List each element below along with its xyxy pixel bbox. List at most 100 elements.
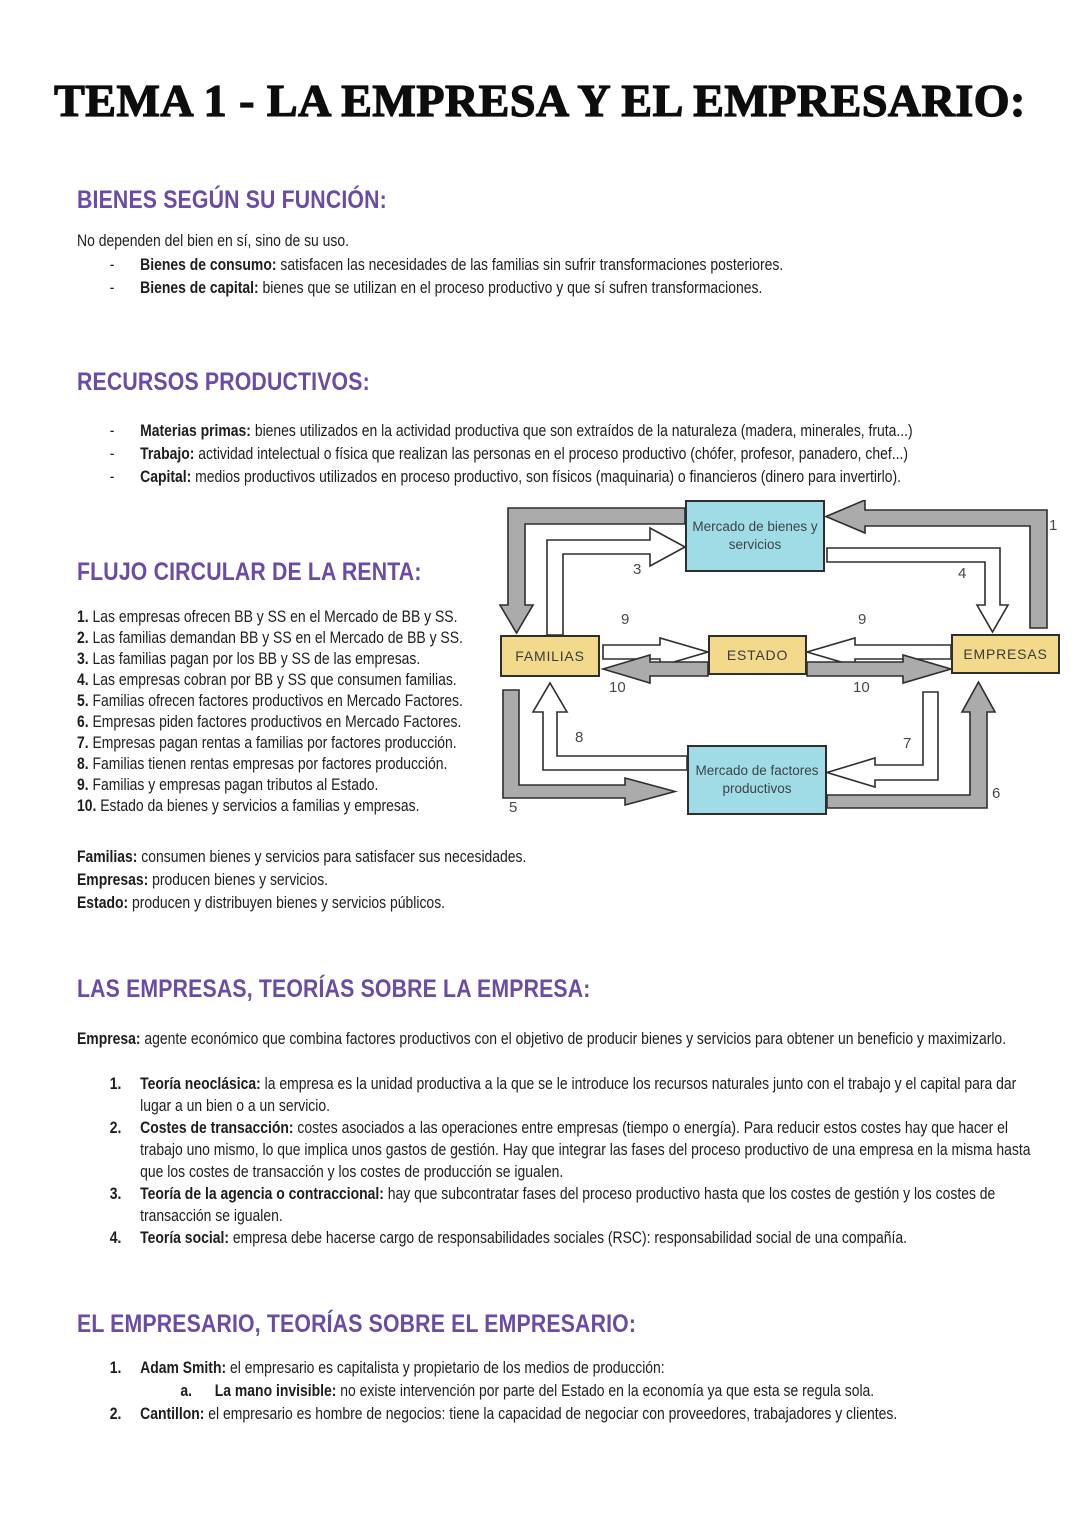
arrow-firms-to-market — [823, 500, 1048, 629]
arrow-families-to-factor-market — [502, 689, 679, 807]
flow-number-6: 6 — [992, 785, 1001, 802]
item-lead: Adam Smith: — [140, 1358, 227, 1377]
step-text: Empresas pagan rentas a familias por fac… — [88, 733, 457, 752]
flow-number-1: 1 — [1049, 517, 1058, 534]
bullet-dash: - — [109, 278, 115, 297]
flow-number-10-left: 10 — [609, 679, 626, 696]
empresas-list: 1. Teoría neoclásica: la empresa es la u… — [77, 1073, 1045, 1249]
step-text: Las empresas cobran por BB y SS que cons… — [88, 670, 457, 689]
arrow-state-to-firms — [806, 653, 954, 685]
item-lead: Costes de transacción: — [140, 1118, 294, 1137]
step-text: Las familias demandan BB y SS en el Merc… — [88, 628, 463, 647]
step-num: 2. — [77, 628, 89, 647]
flow-number-8: 8 — [575, 729, 584, 746]
role-text: producen y distribuyen bienes y servicio… — [128, 893, 446, 912]
list-item: - Trabajo: actividad intelectual o físic… — [77, 442, 1045, 465]
empresario-list: 1. Adam Smith: el empresario es capitali… — [77, 1356, 1045, 1425]
item-text: empresa debe hacerse cargo de responsabi… — [228, 1228, 908, 1247]
bullet-dash: - — [109, 255, 115, 274]
arrow-families-to-state — [602, 636, 711, 668]
numbered-item: 1. Adam Smith: el empresario es capitali… — [77, 1356, 1045, 1379]
role-text: producen bienes y servicios. — [148, 870, 329, 889]
numbered-item: 4. Teoría social: empresa debe hacerse c… — [77, 1227, 1045, 1249]
step-num: 1. — [77, 607, 89, 626]
role-line: Familias: consumen bienes y servicios pa… — [77, 845, 1045, 868]
section-heading-empresario: EL EMPRESARIO, TEORÍAS SOBRE EL EMPRESAR… — [77, 1310, 637, 1338]
flujo-roles: Familias: consumen bienes y servicios pa… — [77, 845, 1045, 914]
flow-step: 7. Empresas pagan rentas a familias por … — [77, 732, 585, 753]
item-lead: Teoría de la agencia o contraccional: — [140, 1184, 384, 1203]
arrow-market-to-families — [498, 507, 686, 635]
bienes-intro: No dependen del bien en sí, sino de su u… — [77, 231, 350, 250]
page-title: TEMA 1 - LA EMPRESA Y EL EMPRESARIO: — [53, 74, 1026, 126]
item-text: medios productivos utilizados en proceso… — [191, 467, 901, 486]
item-text: bienes utilizados en la actividad produc… — [250, 421, 913, 440]
flow-number-5: 5 — [509, 799, 518, 816]
diagram-node-factor-market: Mercado de factores productivos — [687, 745, 827, 815]
flujo-steps: 1. Las empresas ofrecen BB y SS en el Me… — [77, 606, 585, 816]
item-number: 1. — [109, 1358, 122, 1377]
step-text: Familias ofrecen factores productivos en… — [88, 691, 463, 710]
item-number: 2. — [109, 1404, 122, 1423]
step-text: Estado da bienes y servicios a familias … — [96, 796, 420, 815]
item-lead: Trabajo: — [140, 444, 195, 463]
list-item: - Materias primas: bienes utilizados en … — [77, 419, 1045, 442]
flow-step: 8. Familias tienen rentas empresas por f… — [77, 753, 585, 774]
item-lead: La mano invisible: — [214, 1381, 337, 1400]
item-text: bienes que se utilizan en el proceso pro… — [258, 278, 763, 297]
item-text: el empresario es hombre de negocios: tie… — [204, 1404, 898, 1423]
circular-flow-diagram: Mercado de bienes y servicios FAMILIAS E… — [495, 500, 1075, 835]
item-lead: Bienes de consumo: — [140, 255, 277, 274]
item-text: hay que subcontratar fases del proceso p… — [140, 1184, 996, 1225]
item-number: a. — [180, 1381, 192, 1400]
role-text: consumen bienes y servicios para satisfa… — [137, 847, 527, 866]
step-text: Familias tienen rentas empresas por fact… — [88, 754, 448, 773]
flow-step: 4. Las empresas cobran por BB y SS que c… — [77, 669, 585, 690]
flow-number-7: 7 — [903, 735, 912, 752]
arrow-factor-market-to-firms — [826, 680, 997, 809]
flow-number-10-right: 10 — [853, 679, 870, 696]
step-text: Empresas piden factores productivos en M… — [88, 712, 462, 731]
item-number: 3. — [109, 1184, 122, 1203]
section-heading-bienes: BIENES SEGÚN SU FUNCIÓN: — [77, 186, 387, 214]
section-heading-empresas: LAS EMPRESAS, TEORÍAS SOBRE LA EMPRESA: — [77, 975, 591, 1003]
recursos-list: - Materias primas: bienes utilizados en … — [77, 419, 1045, 488]
bullet-dash: - — [109, 467, 115, 486]
bienes-list: - Bienes de consumo: satisfacen las nece… — [77, 253, 1045, 299]
item-text: satisfacen las necesidades de las famili… — [276, 255, 784, 274]
arrow-market-to-firms — [826, 547, 1010, 634]
item-lead: Materias primas: — [140, 421, 251, 440]
step-text: Las familias pagan por los BB y SS de la… — [88, 649, 421, 668]
item-lead: Teoría neoclásica: — [140, 1074, 261, 1093]
item-number: 4. — [109, 1228, 122, 1247]
item-text: no existe intervención por parte del Est… — [336, 1381, 875, 1400]
intro-lead: Empresa: — [77, 1029, 141, 1048]
arrow-families-to-market — [546, 526, 687, 636]
step-text: Las empresas ofrecen BB y SS en el Merca… — [88, 607, 458, 626]
arrow-firms-to-factor-market — [824, 691, 939, 789]
diagram-node-goods-market: Mercado de bienes y servicios — [685, 500, 825, 572]
role-lead: Familias: — [77, 847, 138, 866]
diagram-node-firms: EMPRESAS — [951, 634, 1060, 674]
list-item: - Capital: medios productivos utilizados… — [77, 465, 1045, 488]
section-heading-flujo: FLUJO CIRCULAR DE LA RENTA: — [77, 558, 422, 586]
item-text: actividad intelectual o física que reali… — [194, 444, 909, 463]
flow-step: 6. Empresas piden factores productivos e… — [77, 711, 585, 732]
role-line: Empresas: producen bienes y servicios. — [77, 868, 1045, 891]
arrow-state-to-families — [600, 653, 709, 685]
flow-arrows — [498, 500, 1048, 809]
item-text: el empresario es capitalista y propietar… — [226, 1358, 665, 1377]
flow-step: 3. Las familias pagan por los BB y SS de… — [77, 648, 585, 669]
flow-step: 5. Familias ofrecen factores productivos… — [77, 690, 585, 711]
flow-number-9-left: 9 — [621, 611, 630, 628]
item-lead: Teoría social: — [140, 1228, 229, 1247]
item-number: 2. — [109, 1118, 122, 1137]
step-num: 5. — [77, 691, 89, 710]
role-line: Estado: producen y distribuyen bienes y … — [77, 891, 1045, 914]
step-num: 3. — [77, 649, 89, 668]
item-lead: Cantillon: — [140, 1404, 205, 1423]
flow-step: 2. Las familias demandan BB y SS en el M… — [77, 627, 585, 648]
item-text: la empresa es la unidad productiva a la … — [140, 1074, 1017, 1115]
arrow-factor-market-to-families — [531, 681, 688, 771]
